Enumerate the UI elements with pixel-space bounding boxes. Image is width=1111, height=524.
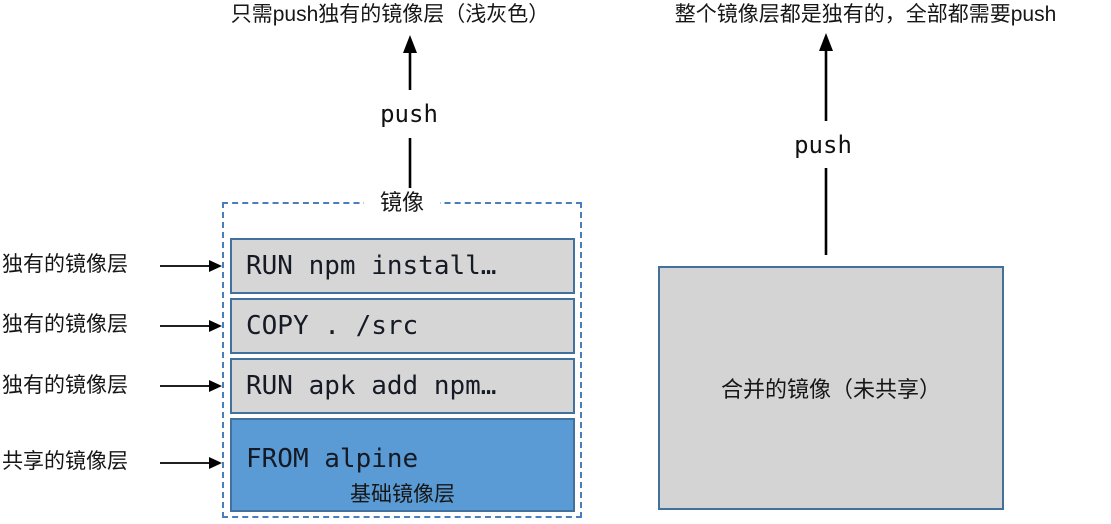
left-push-arrow <box>403 35 417 188</box>
side-label-unique-3: 独有的镜像层 <box>2 374 128 397</box>
left-push-label: push <box>367 100 451 128</box>
layer-run-apk-add: RUN apk add npm… <box>230 358 575 414</box>
merged-image-box: 合并的镜像（未共享） <box>658 266 1004 510</box>
layer-text: RUN npm install… <box>246 251 497 281</box>
side-label-unique-1: 独有的镜像层 <box>2 253 128 276</box>
layer-from-alpine: FROM alpine 基础镜像层 <box>230 418 575 512</box>
merged-image-label: 合并的镜像（未共享） <box>720 377 941 402</box>
image-group-box: 镜像 <box>222 189 582 518</box>
layer-copy-src: COPY . /src <box>230 298 575 354</box>
layer-text: FROM alpine <box>246 444 419 474</box>
layer-text: RUN apk add npm… <box>246 371 497 401</box>
side-label-unique-2: 独有的镜像层 <box>2 313 128 336</box>
side-label-shared: 共享的镜像层 <box>2 450 128 473</box>
layer-text: COPY . /src <box>246 311 419 341</box>
right-push-label: push <box>778 131 868 159</box>
image-box-title: 镜像 <box>363 189 441 217</box>
right-caption: 整个镜像层都是独有的，全部都需要push <box>674 3 1057 26</box>
left-caption: 只需push独有的镜像层（浅灰色） <box>230 3 550 26</box>
layer-run-npm-install: RUN npm install… <box>230 238 575 294</box>
right-push-arrow <box>819 33 833 255</box>
layer-label-arrows <box>160 260 222 469</box>
base-layer-sublabel: 基础镜像层 <box>350 483 455 506</box>
